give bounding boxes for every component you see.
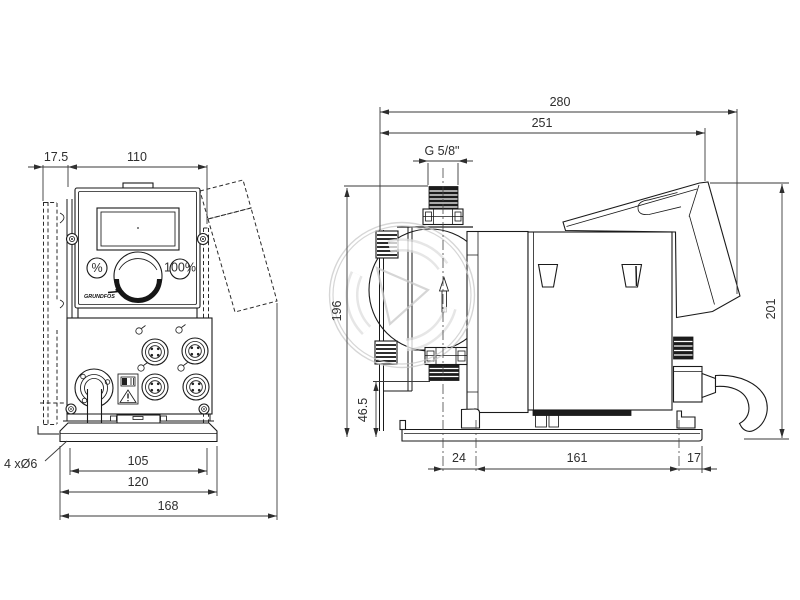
dim-label: 280	[550, 95, 571, 109]
control-cube	[562, 181, 741, 319]
dimension-168: 168	[60, 303, 278, 520]
dim-label: 17	[687, 451, 701, 465]
dimensions: 17.5 110 4 xØ6 105 120	[4, 95, 789, 520]
back-valve-block	[374, 340, 398, 365]
dim-label: 46.5	[356, 398, 370, 422]
cable-gland	[672, 365, 717, 403]
thread-callout: G 5/8"	[413, 144, 473, 185]
dimension-46-5: 46.5	[356, 381, 430, 437]
click-wheel	[113, 251, 163, 303]
wall-bracket-outline	[37, 202, 65, 435]
panel-screw	[196, 232, 210, 246]
dim-label: 105	[128, 454, 149, 468]
hole-note-label: 4 xØ6	[4, 457, 37, 471]
dim-label: 17.5	[44, 150, 68, 164]
display-screen	[100, 211, 176, 247]
power-cable	[714, 374, 768, 432]
connector-icon	[135, 324, 188, 372]
m12-connector	[181, 337, 209, 365]
full-speed-button: 100%	[164, 258, 196, 280]
dim-label: 24	[452, 451, 466, 465]
dim-label: 120	[128, 475, 149, 489]
brand-logo-text: GRUNDFOS	[84, 294, 115, 300]
dimension-196: 196	[330, 185, 428, 437]
dimension-120: 120	[59, 446, 218, 520]
panel-screw	[65, 232, 79, 246]
dim-label: 196	[330, 301, 344, 322]
thread-note-label: G 5/8"	[424, 144, 459, 158]
dim-label: 251	[532, 116, 553, 130]
front-view: % 100% GRUNDFOS	[37, 179, 278, 443]
dim-label: 168	[158, 499, 179, 513]
percent-button: %	[86, 257, 108, 279]
vent	[621, 263, 643, 288]
base-ledge	[63, 413, 214, 422]
top-tab	[122, 182, 154, 189]
suction-fitting	[424, 346, 468, 381]
dimension-110: 110	[67, 150, 208, 224]
m12-connector	[141, 373, 169, 401]
discharge-fitting	[422, 186, 464, 226]
dimension-chain-bottom: 24 161 17	[428, 420, 717, 473]
base-plate-side	[399, 419, 703, 442]
body-screw	[65, 403, 77, 415]
dimension-280: 280	[379, 95, 738, 294]
back-plate	[379, 230, 384, 431]
side-view	[368, 181, 768, 442]
tilted-cube-outline	[199, 179, 278, 313]
vent	[537, 263, 559, 288]
dim-label: 201	[764, 299, 778, 320]
front-foot	[460, 408, 481, 429]
hole-callout: 4 xØ6	[4, 440, 68, 471]
back-plate-edge	[66, 199, 73, 318]
dimension-105: 105	[69, 448, 208, 475]
logo-arrow-icon	[107, 288, 122, 294]
coupling-section	[466, 230, 529, 414]
m12-connector	[182, 373, 210, 401]
full-speed-button-label: 100%	[164, 261, 196, 275]
dim-label: 161	[567, 451, 588, 465]
panel-spacer	[77, 307, 198, 320]
brand-logo: GRUNDFOS	[84, 288, 122, 300]
dim-label: 110	[127, 150, 147, 164]
cube-grip-slot	[637, 192, 682, 216]
m12-connector	[141, 338, 169, 366]
warning-label	[117, 373, 139, 405]
body-screw	[198, 403, 210, 415]
watermark-icon	[328, 221, 476, 369]
dimension-251: 251	[380, 116, 706, 181]
control-panel: % 100% GRUNDFOS	[65, 187, 210, 309]
rear-foot	[676, 410, 696, 429]
motor-housing	[527, 231, 673, 411]
display-dot	[137, 227, 139, 229]
mounting-rail	[532, 410, 632, 416]
base-plate	[59, 422, 218, 443]
percent-button-label: %	[91, 261, 102, 275]
cable-plug	[673, 336, 694, 360]
dimension-201: 201	[710, 182, 789, 440]
m12-connectors	[141, 337, 210, 401]
